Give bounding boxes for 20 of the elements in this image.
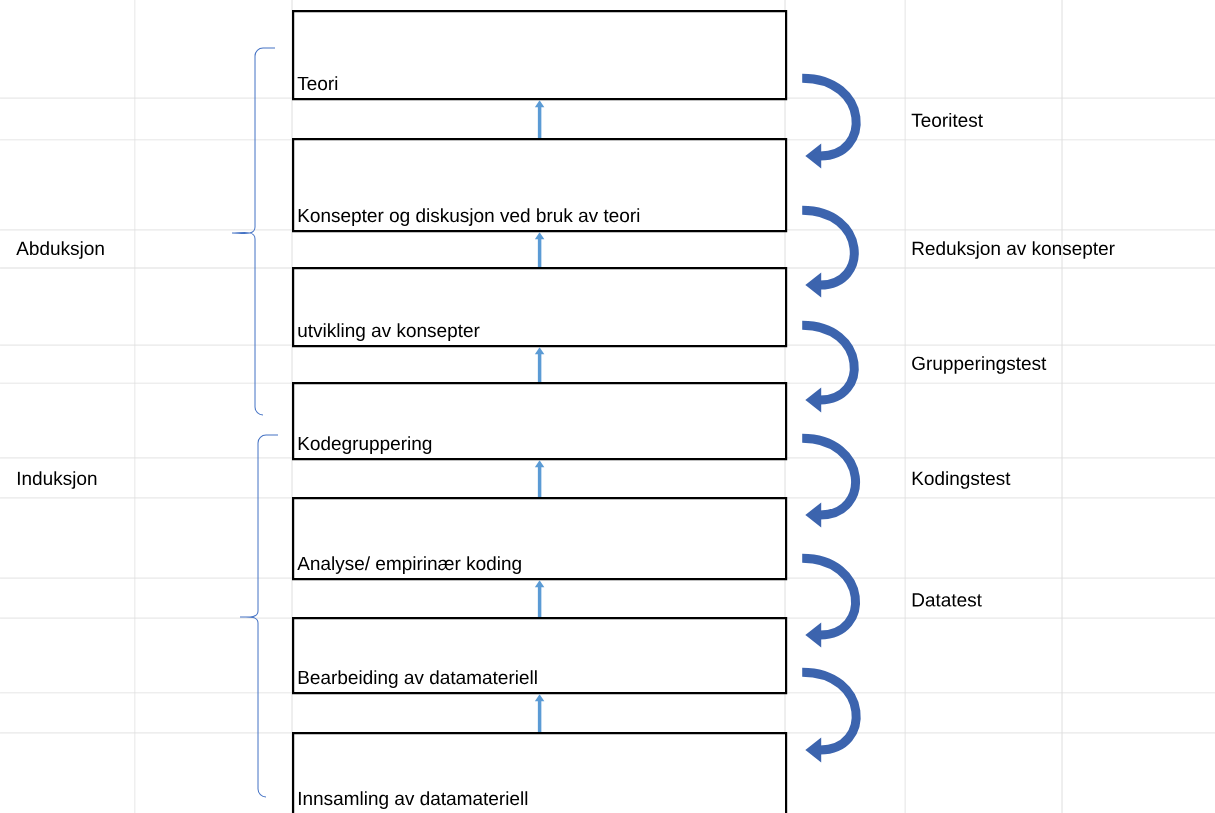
side-label: Abduksjon bbox=[16, 241, 104, 259]
edge-label: Grupperingstest bbox=[912, 356, 1047, 374]
arrow bbox=[801, 553, 860, 648]
edge-label: Teoritest bbox=[911, 113, 983, 127]
arrow bbox=[801, 667, 861, 763]
process-box: Teori bbox=[292, 10, 788, 101]
process-box: Kodegruppering bbox=[292, 382, 788, 461]
edge-label: Reduksjon av konsepter bbox=[912, 241, 1115, 259]
process-box: Konsepter og diskusjon ved bruk av teori bbox=[292, 138, 788, 233]
process-box: utvikling av konsepter bbox=[292, 267, 788, 348]
edge-label: Kodingstest bbox=[912, 471, 1011, 489]
edge-label: Datatest bbox=[912, 593, 982, 607]
arrow bbox=[801, 73, 861, 169]
arrow bbox=[801, 320, 859, 413]
arrow bbox=[801, 433, 860, 528]
side-label: Induksjon bbox=[17, 471, 97, 489]
arrow bbox=[801, 205, 859, 298]
process-box: Analyse/ empirinær koding bbox=[292, 496, 788, 581]
process-box: Innsamling av datamateriell bbox=[292, 732, 788, 813]
process-box: Bearbeiding av datamateriell bbox=[292, 617, 788, 695]
